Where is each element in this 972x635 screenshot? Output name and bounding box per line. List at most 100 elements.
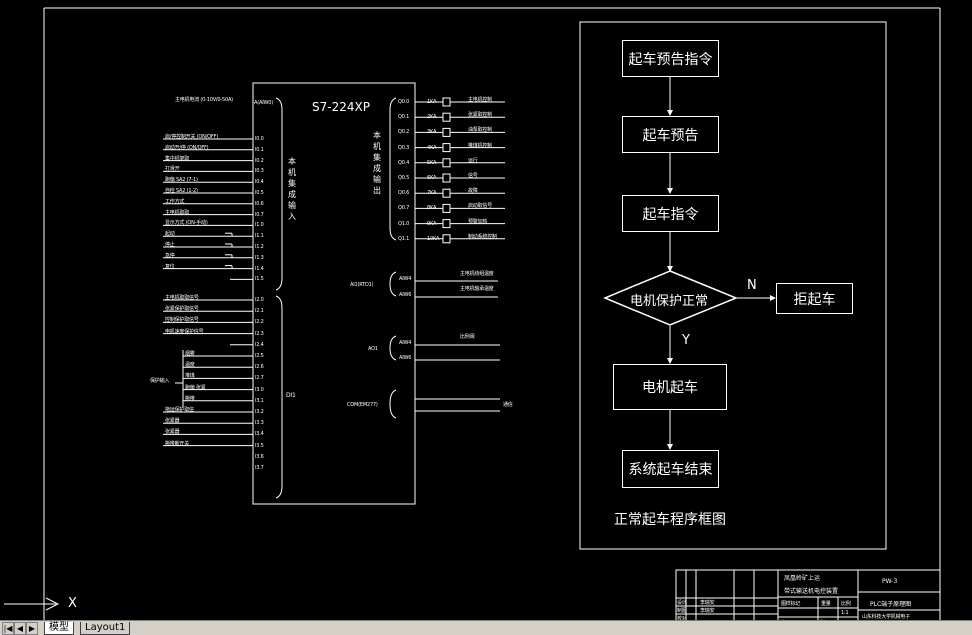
relay-coil (442, 234, 451, 244)
output-desc: 制动系统控制 (468, 233, 497, 240)
relay-coil (442, 143, 451, 153)
title-block (675, 569, 941, 627)
input-desc: 张紧器 (165, 418, 180, 425)
input-desc: 复位 (165, 263, 175, 270)
tb-project-line1: 凤凰岭矿上运 (784, 575, 821, 582)
input-desc: 急停 (165, 252, 175, 259)
step-reject-start: 拒起车 (776, 283, 853, 314)
tab-layout1[interactable]: Layout1 (80, 622, 131, 635)
input-address: I2.2 (255, 319, 264, 326)
tb-school: 山东科技大学机械电子 (862, 614, 911, 620)
plc-model: S7-224XP (312, 100, 370, 114)
input-desc: 主电机取取信号 (165, 295, 199, 301)
relay-coil (442, 173, 451, 183)
input-desc: 撕带断开关 (165, 440, 190, 447)
ai-desc1: 主电机绕组温度 (460, 271, 494, 277)
decision-diamond (603, 270, 738, 326)
ai-ch1: AIW4 (399, 276, 412, 282)
input-desc: 张紧器 (165, 429, 180, 436)
input-desc: 控制保护取信号 (165, 317, 199, 324)
output-desc: 油泵取控制 (468, 127, 493, 134)
group-label-char: 输 (288, 201, 296, 210)
output-ka: 2KA (427, 114, 437, 121)
input-desc: 显示方式 (ON-手动) (165, 220, 208, 227)
next-tab-button[interactable]: ▶ (26, 622, 38, 635)
input-address: I2.6 (255, 364, 264, 371)
output-desc: 运行 (468, 157, 478, 164)
com-desc1: 通信 (503, 402, 513, 408)
input-address: I3.2 (255, 409, 264, 415)
relay-coil (442, 188, 451, 198)
output-addr: Q0.1 (398, 114, 410, 121)
first-tab-button[interactable]: |◀ (2, 622, 14, 635)
output-desc: 信号 (468, 173, 478, 179)
input-address: I1.1 (255, 233, 264, 240)
input-address: I2.7 (255, 375, 264, 382)
tb-mark-label: 图样标记 (781, 601, 801, 607)
input-desc: 跑偏 SA2 (7-1) (165, 177, 198, 184)
input-address: I2.3 (255, 330, 264, 337)
prev-tab-button[interactable]: ◀ (14, 622, 26, 635)
relay-coil (442, 158, 451, 168)
input-address: I3.4 (255, 431, 264, 438)
group-label-char: 成 (288, 190, 296, 199)
input-address: I0.2 (255, 157, 264, 164)
output-addr: Q1.0 (398, 220, 410, 227)
tab-model[interactable]: 模型 (44, 622, 74, 635)
input-desc: 起动 (165, 231, 175, 238)
output-desc: 推煤机控制 (468, 142, 493, 149)
output-desc: 张紧取控制 (468, 112, 493, 119)
input-desc: 打滑开 (165, 166, 180, 173)
di-label: DI1 (286, 392, 296, 399)
input-address: I3.5 (255, 442, 264, 449)
tb-row2-role: 制图 (677, 608, 687, 614)
input-desc: 温度 (185, 362, 195, 369)
ucs-x-label: X (68, 596, 77, 611)
input-address: I1.0 (255, 222, 264, 229)
input-address: I1.4 (255, 265, 264, 272)
output-ka: 7KA (427, 190, 437, 197)
input-address: I0.3 (255, 168, 264, 175)
output-desc: 主电机控制 (468, 97, 493, 103)
com-group-label: COM(EM277) (347, 402, 378, 408)
input-desc: 拖运保护取信 (165, 407, 194, 413)
input-address: I2.5 (255, 353, 264, 359)
output-addr: Q0.4 (398, 159, 410, 166)
tb-weight-label: 重量 (821, 601, 831, 607)
input-desc: 停止 (165, 242, 175, 248)
group-label-char: 机 (288, 168, 296, 177)
step-motor-start: 电机起车 (613, 364, 727, 410)
output-addr: Q0.7 (398, 205, 410, 212)
input-address: I3.1 (255, 397, 264, 404)
input-address: I0.0 (255, 136, 264, 142)
decision-motor-protect: 电机保护正常 (630, 294, 709, 309)
input-address: I0.4 (255, 179, 264, 186)
input-address: I3.3 (255, 420, 264, 427)
input-address: I0.6 (255, 200, 264, 207)
step-start-notice-cmd: 起车预告指令 (622, 40, 719, 77)
input-desc: 启动开/停 (ON/OFF) (165, 144, 209, 151)
analog-input-desc: 主电机电流 (0-10V/0-50A) (175, 97, 233, 103)
tb-drawing-name: PLC端子原理图 (870, 601, 912, 608)
group-label-char: 本 (288, 157, 296, 166)
output-desc: 故障 (468, 188, 478, 195)
tb-row2-name: 李瑞安 (700, 608, 715, 614)
tb-project-line2: 带式输送机电控装置 (784, 588, 839, 595)
branch-no-label: N (747, 278, 757, 293)
step-system-start-end: 系统起车结束 (622, 450, 719, 488)
group-label-char: 集 (373, 153, 381, 162)
plc-box (252, 82, 416, 505)
output-desc: 预警加热 (468, 218, 488, 225)
output-desc: 启动取信号 (468, 203, 493, 210)
input-desc: 张紧保护取信号 (165, 306, 199, 313)
output-addr: Q0.0 (398, 99, 410, 105)
relay-coil (442, 112, 451, 122)
step-start-cmd: 起车指令 (622, 195, 719, 232)
input-desc: 启/停控制开关 (ON/OFF) (165, 134, 219, 140)
group-label-char: 成 (373, 164, 381, 173)
output-ka: 9KA (427, 220, 437, 227)
relay-coil (442, 203, 451, 213)
input-desc: 自检 SA2 (1-2) (165, 188, 198, 194)
output-addr: Q0.5 (398, 175, 410, 181)
